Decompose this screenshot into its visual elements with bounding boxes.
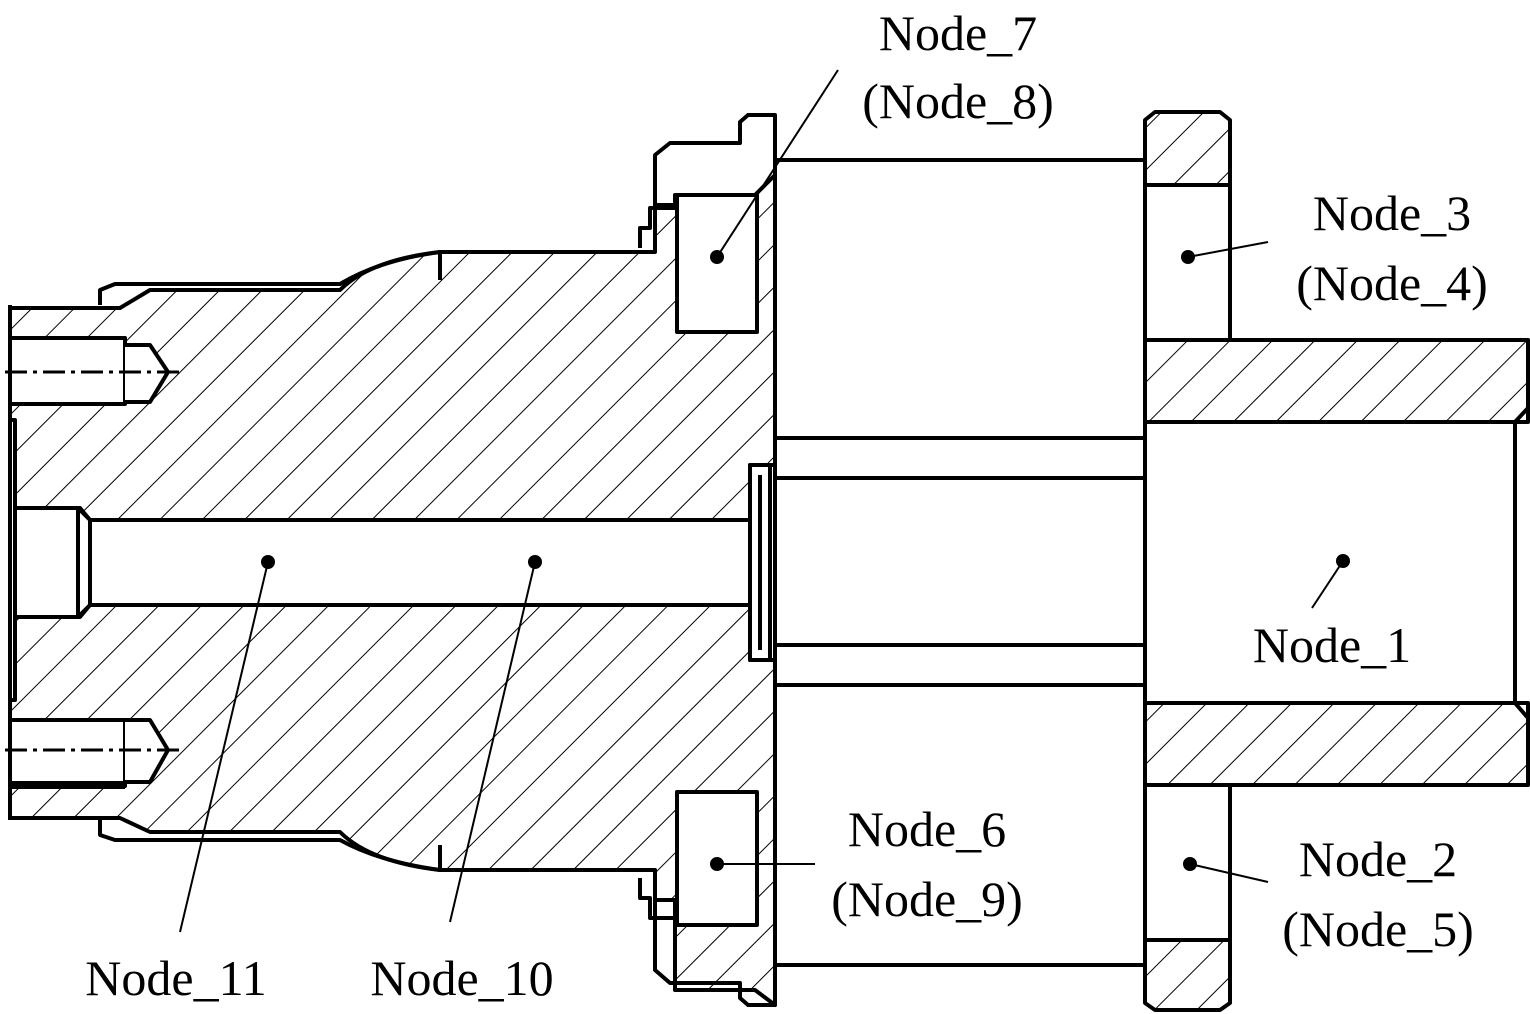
right-flange <box>1143 110 1232 1012</box>
node-7-marker <box>710 69 839 264</box>
node-1-marker <box>1311 554 1350 609</box>
label-node-5: (Node_5) <box>1282 901 1474 957</box>
node-10-marker <box>449 555 542 923</box>
label-node-1: Node_1 <box>1253 617 1411 673</box>
label-node-7: Node_7 <box>879 5 1037 61</box>
label-node-3: Node_3 <box>1313 185 1471 241</box>
middle-cylinder <box>773 158 1147 967</box>
label-node-11: Node_11 <box>85 950 266 1006</box>
node-11-marker <box>179 555 275 933</box>
label-node-4: (Node_4) <box>1296 255 1488 311</box>
node-2-marker <box>1183 857 1269 883</box>
node-3-marker <box>1181 241 1269 264</box>
right-tube <box>1143 338 1530 787</box>
label-node-8: (Node_8) <box>862 73 1054 129</box>
label-node-2: Node_2 <box>1299 831 1457 887</box>
label-node-6: Node_6 <box>848 801 1006 857</box>
node-6-marker <box>710 857 815 871</box>
label-node-10: Node_10 <box>370 950 553 1006</box>
main-body-section <box>8 113 777 1007</box>
label-node-9: (Node_9) <box>831 871 1023 927</box>
